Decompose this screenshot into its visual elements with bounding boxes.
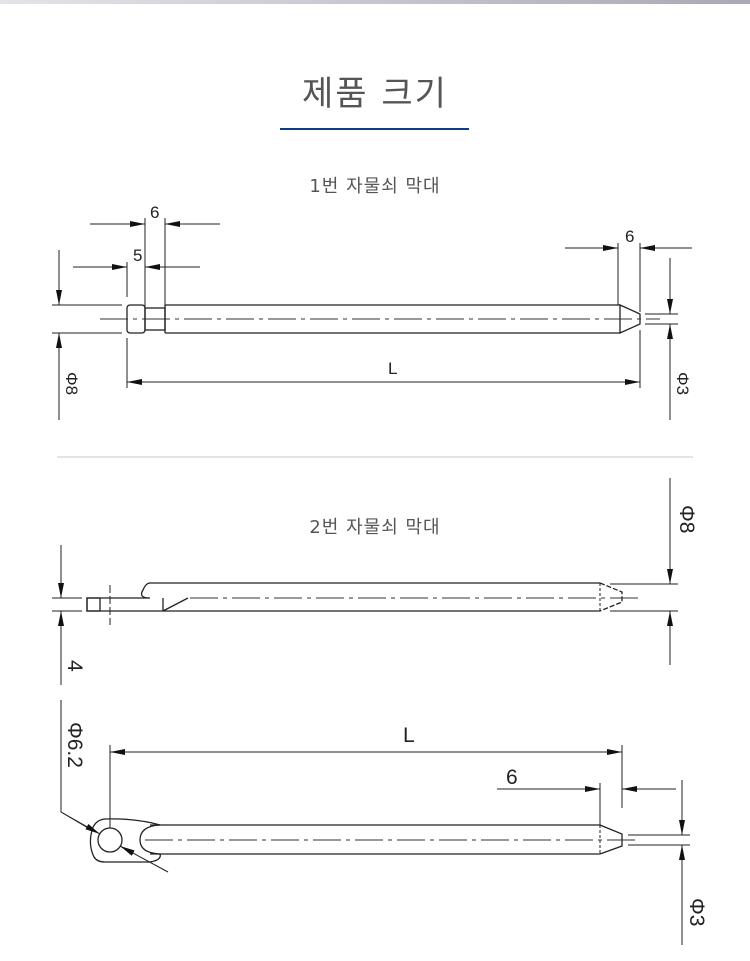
dim-label: 5 xyxy=(133,246,142,265)
dim-label: 4 xyxy=(63,660,86,672)
dim-label: L xyxy=(388,359,397,378)
dim-length: L xyxy=(126,330,641,388)
drawing-2-side-view xyxy=(86,582,640,625)
dim-label: 6 xyxy=(625,227,634,246)
dim-label: Φ3 xyxy=(685,898,708,926)
dim-length-2: L xyxy=(109,724,623,828)
dim-label: Φ8 xyxy=(62,372,81,395)
dim-label: 6 xyxy=(506,766,518,789)
dim-tip-diameter: Φ3 xyxy=(645,258,692,420)
dim-cap-width: 5 xyxy=(73,246,200,297)
dim-label: Φ8 xyxy=(675,505,698,533)
dim-hole-diameter: Φ6.2 xyxy=(60,700,169,873)
dim-plate-thickness: 4 xyxy=(52,545,86,685)
page-title: 제품 크기 xyxy=(302,74,448,114)
dim-head-width: 6 xyxy=(90,203,220,323)
drawing-2-top-view xyxy=(89,818,640,863)
dim-diameter-right: Φ8 xyxy=(610,478,698,665)
dim-label: Φ6.2 xyxy=(63,722,86,768)
drawing-2-caption: 2번 자물쇠 막대 xyxy=(309,517,441,538)
dim-label: Φ3 xyxy=(673,372,692,395)
dim-tip-length-2: 6 xyxy=(497,766,676,825)
dim-label: 6 xyxy=(150,203,159,222)
top-gradient-bar xyxy=(0,0,750,4)
drawing-1-caption: 1번 자물쇠 막대 xyxy=(309,176,441,197)
dim-diameter-left: Φ8 xyxy=(52,250,122,420)
dim-tip-length: 6 xyxy=(565,227,692,312)
drawing-1-rod xyxy=(100,303,660,335)
title-underline xyxy=(280,128,469,130)
dim-tip-diameter-2: Φ3 xyxy=(628,780,708,945)
dim-label: L xyxy=(403,724,415,747)
